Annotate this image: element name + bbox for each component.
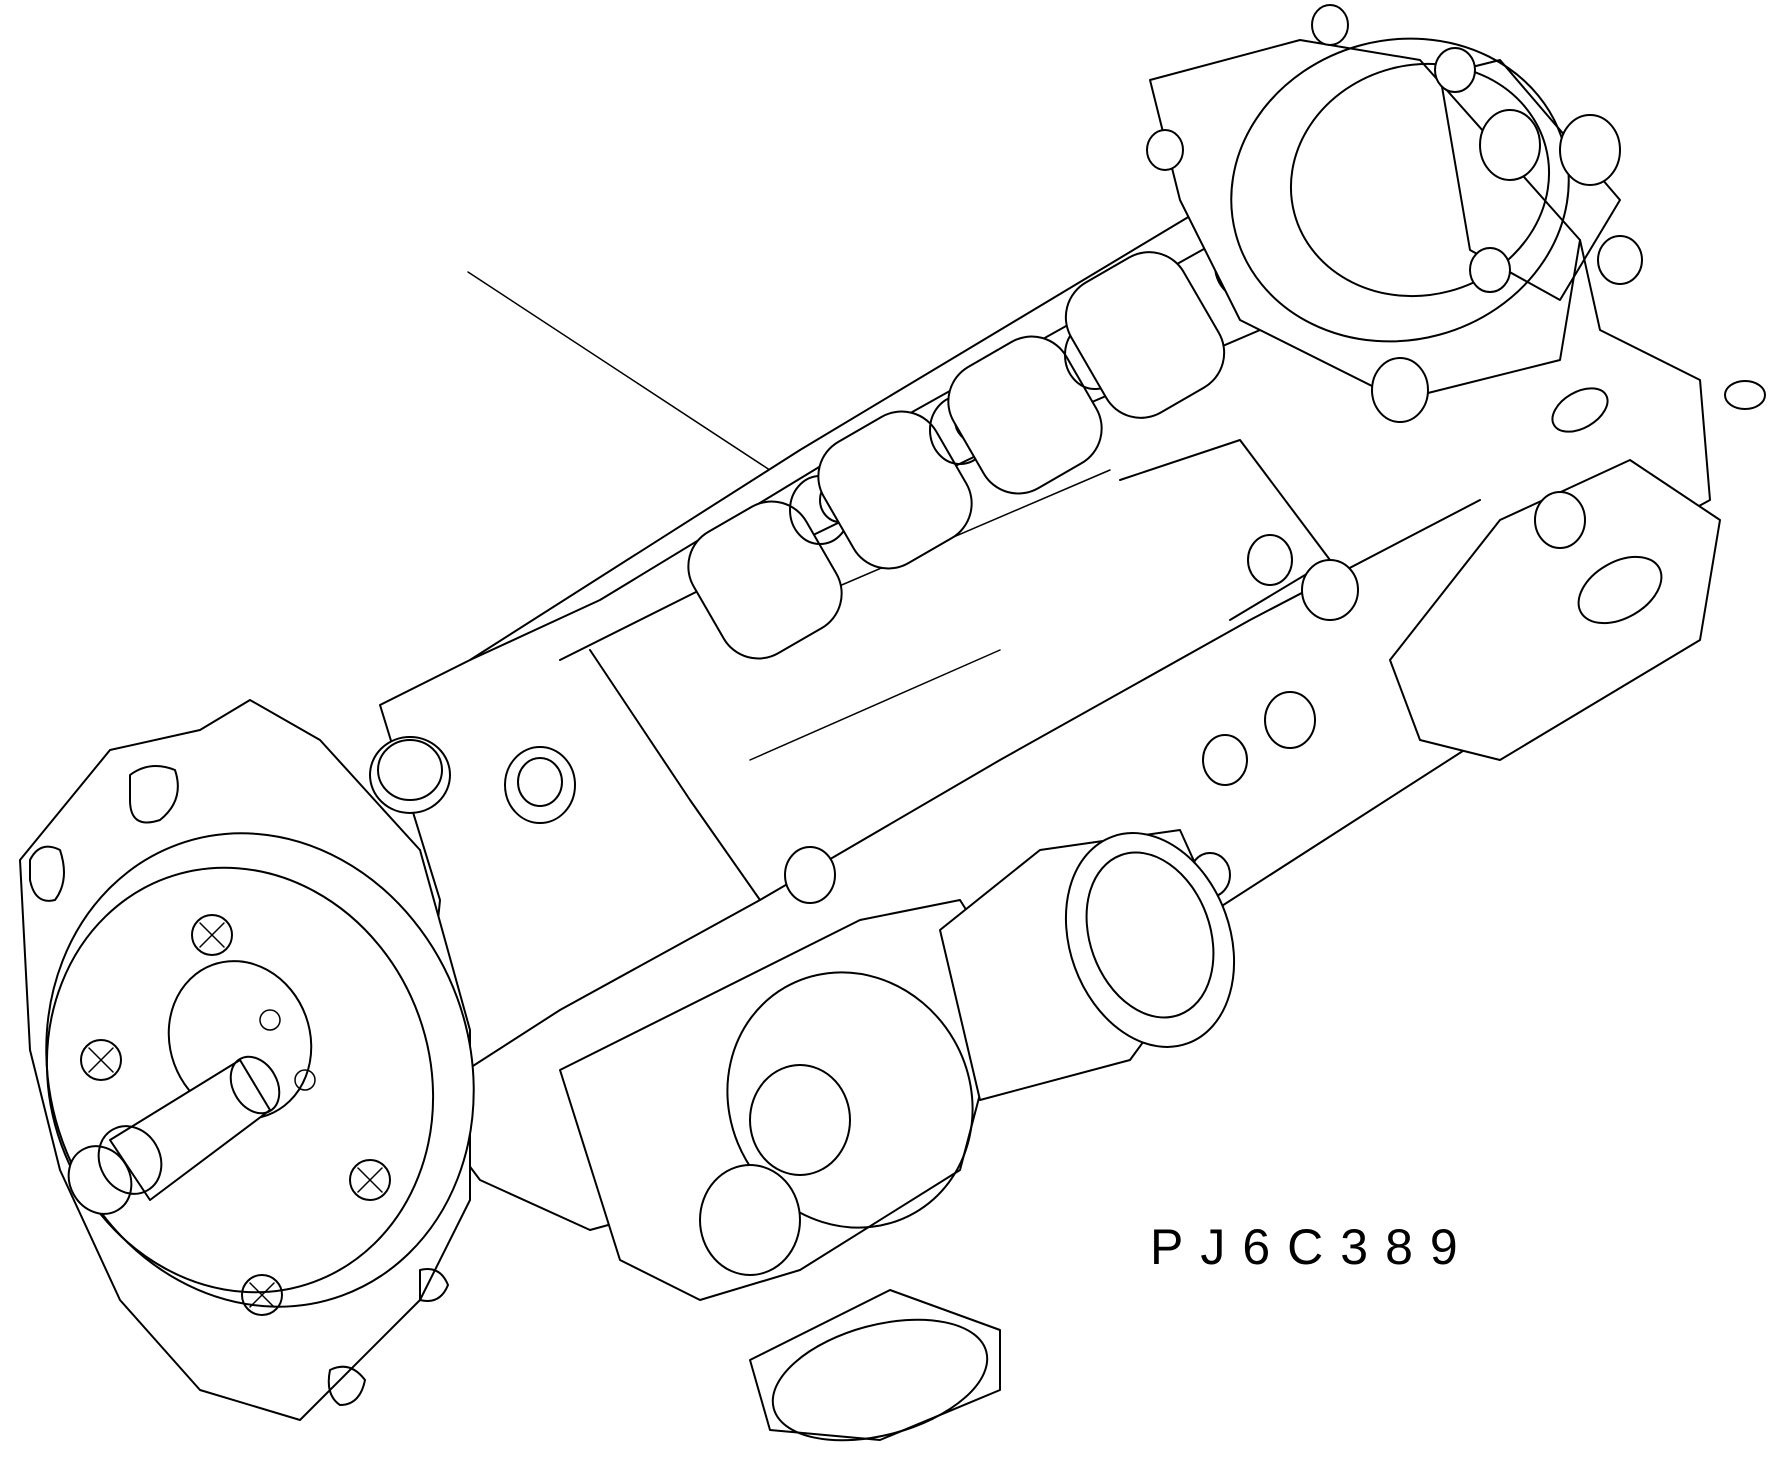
housing-plug [369, 736, 576, 824]
delivery-valve-holders [687, 230, 1283, 660]
side-bracket [1389, 380, 1766, 761]
leader-line [467, 271, 786, 481]
bottom-cap [749, 1289, 1001, 1442]
drive-shaft [67, 1055, 281, 1215]
priming-pump [939, 829, 1236, 1101]
part-code-label: PJ6C389 [1150, 1219, 1475, 1275]
governor-cover [1146, 4, 1643, 423]
feed-pump [559, 899, 1011, 1301]
pipe-fitting [784, 534, 1359, 904]
plate-screw-icon [80, 914, 391, 1316]
